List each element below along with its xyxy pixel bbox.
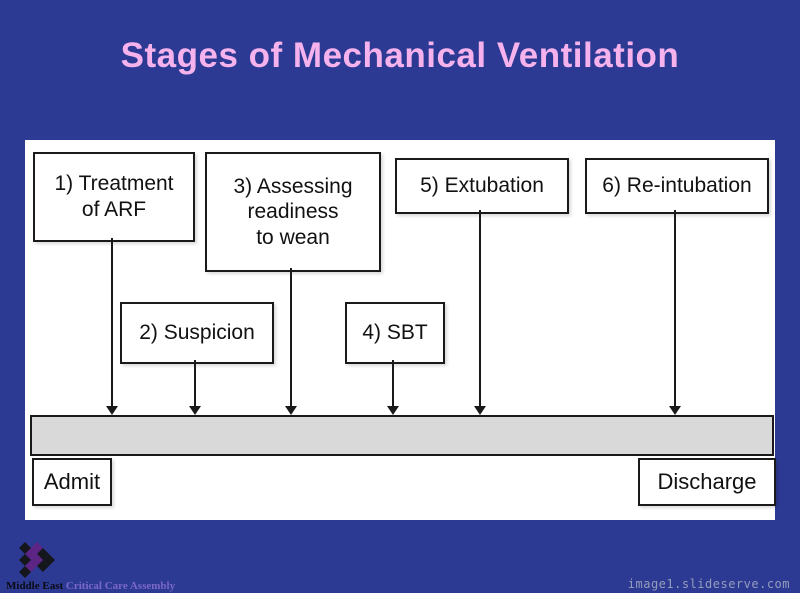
logo-text-primary: Middle East [6,580,64,592]
slide-title: Stages of Mechanical Ventilation [120,36,680,75]
arrow-from-stage-4 [387,360,399,415]
stage-box-assessing-readiness: 3) Assessing readiness to wean [205,152,381,272]
mecca-logo: Middle East Critical Care Assembly [6,541,206,592]
checkered-logo-icon [19,542,55,578]
logo-text: Middle East Critical Care Assembly [6,580,206,592]
bottom-divider [0,593,800,600]
stage-box-treatment-of-arf: 1) Treatment of ARF [33,152,195,242]
watermark: image1.slideserve.com [627,577,790,591]
discharge-box: Discharge [638,458,776,506]
diagram-canvas: 1) Treatment of ARF 3) Assessing readine… [25,140,776,520]
arrow-from-stage-3 [285,268,297,415]
stage-box-suspicion: 2) Suspicion [120,302,274,364]
arrow-from-stage-5 [474,210,486,415]
stage-box-extubation: 5) Extubation [395,158,569,214]
timeline-bar [30,415,774,456]
logo-text-secondary: Critical Care Assembly [65,580,176,592]
arrow-from-stage-6 [669,210,681,415]
stage-box-reintubation: 6) Re-intubation [585,158,769,214]
arrow-from-stage-2 [189,360,201,415]
admit-box: Admit [32,458,112,506]
stage-box-sbt: 4) SBT [345,302,445,364]
arrow-from-stage-1 [106,238,118,415]
